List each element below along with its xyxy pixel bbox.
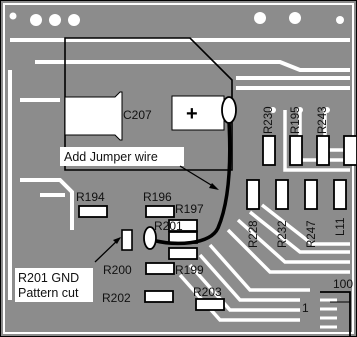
c207-label: C207 xyxy=(123,108,152,122)
c207-pad-left xyxy=(64,91,123,141)
label-r230: R230 xyxy=(263,107,275,135)
jumper-end-bottom xyxy=(143,226,157,250)
horizontal-resistors xyxy=(78,205,225,311)
label-r195: R195 xyxy=(290,107,302,135)
ic-block xyxy=(320,291,351,337)
label-r228: R228 xyxy=(248,221,260,249)
label-r194: R194 xyxy=(76,190,105,204)
label-r247: R247 xyxy=(306,221,318,249)
label-r232: R232 xyxy=(277,221,289,249)
label-r200: R200 xyxy=(103,263,132,277)
label-r196: R196 xyxy=(143,190,172,204)
pattern-cut-arrowhead xyxy=(113,237,121,244)
jumper-callout-arrow xyxy=(179,165,217,189)
label-r203: R203 xyxy=(193,285,222,299)
pattern-cut-line2: Pattern cut xyxy=(18,286,79,300)
plus-sign: + xyxy=(186,103,198,125)
upper-right-resistors xyxy=(262,107,357,166)
right-traces xyxy=(178,110,350,322)
left-traces xyxy=(8,70,74,300)
label-r197: R197 xyxy=(175,202,204,216)
label-r202: R202 xyxy=(102,291,131,305)
jumper-end-top xyxy=(221,96,237,124)
jumper-callout-box xyxy=(60,147,184,166)
label-r243: R243 xyxy=(317,107,329,135)
pattern-cut-pad xyxy=(121,229,133,251)
label-r199: R199 xyxy=(175,263,204,277)
upper-traces xyxy=(10,38,350,90)
mounting-dots xyxy=(9,12,344,26)
label-l11: L11 xyxy=(335,218,347,236)
jumper-callout-text: Add Jumper wire xyxy=(64,150,158,164)
ic-label-100: 100 xyxy=(333,277,353,291)
pattern-cut-callout-box xyxy=(15,268,93,302)
pattern-cut-line1: R201 GND xyxy=(18,271,79,285)
c207-pad-right xyxy=(171,95,225,131)
middle-right-resistors xyxy=(246,179,347,210)
jumper-callout-arrowhead xyxy=(209,183,219,190)
pin-1-label: 1 xyxy=(302,301,309,315)
board-inner-edge xyxy=(3,3,354,334)
label-r201: R201 xyxy=(154,219,183,233)
jumper-wire xyxy=(151,121,232,246)
